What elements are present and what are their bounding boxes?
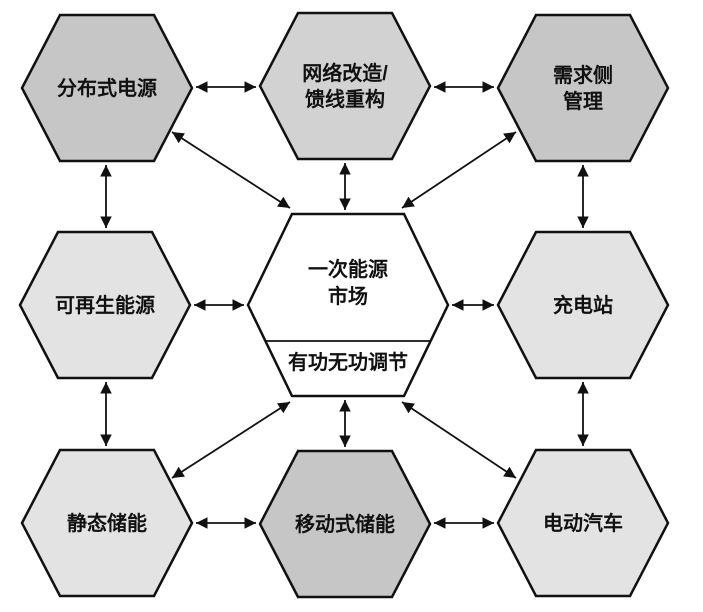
- arrow-center-static: [171, 401, 291, 479]
- node-renewable-energy: 可再生能源: [18, 230, 192, 380]
- hexagon-network-reconfig: [258, 11, 432, 161]
- node-label-mobile-storage: 移动式储能: [295, 512, 395, 536]
- node-label-static-storage: 静态储能: [67, 511, 147, 535]
- node-label-primary-market-line1: 一次能源: [308, 257, 388, 281]
- hexagon-mobile-storage: [258, 449, 432, 599]
- hexagon-demand-side: [496, 13, 670, 163]
- node-label-renewable-energy: 可再生能源: [55, 293, 155, 317]
- node-label-charging-station: 充电站: [553, 293, 613, 317]
- node-mobile-storage: 移动式储能: [258, 449, 432, 599]
- node-label-primary-market-line3: 有功无功调节: [288, 350, 408, 374]
- node-label-primary-market-line2: 市场: [328, 284, 368, 308]
- node-label-distributed-power: 分布式电源: [57, 76, 157, 100]
- node-static-storage: 静态储能: [20, 448, 194, 598]
- hexagon-distributed-power: [20, 13, 194, 163]
- hexagon-renewable-energy: [18, 230, 192, 380]
- node-label-electric-vehicle: 电动汽车: [543, 511, 623, 535]
- node-electric-vehicle: 电动汽车: [496, 448, 670, 598]
- connector-arrows: [100, 81, 589, 529]
- node-label-network-reconfig-line1: 网络改造/: [302, 61, 388, 85]
- arrow-center-demand: [401, 131, 517, 209]
- node-demand-side: 需求侧 管理: [496, 13, 670, 163]
- hexagon-electric-vehicle: [496, 448, 670, 598]
- hexagon-primary-energy-market: [246, 212, 450, 398]
- arrow-center-distributed: [171, 131, 291, 209]
- arrow-center-ev: [401, 401, 517, 479]
- node-distributed-power: 分布式电源: [20, 13, 194, 163]
- hexagon-static-storage: [20, 448, 194, 598]
- node-label-demand-side-line1: 需求侧: [553, 63, 613, 87]
- node-label-demand-side-line2: 管理: [563, 89, 603, 113]
- node-primary-energy-market: 一次能源 市场 有功无功调节: [246, 212, 450, 398]
- node-label-network-reconfig-line2: 馈线重构: [305, 87, 385, 111]
- node-charging-station: 充电站: [496, 230, 670, 380]
- node-network-reconfig: 网络改造/ 馈线重构: [258, 11, 432, 161]
- hexagon-charging-station: [496, 230, 670, 380]
